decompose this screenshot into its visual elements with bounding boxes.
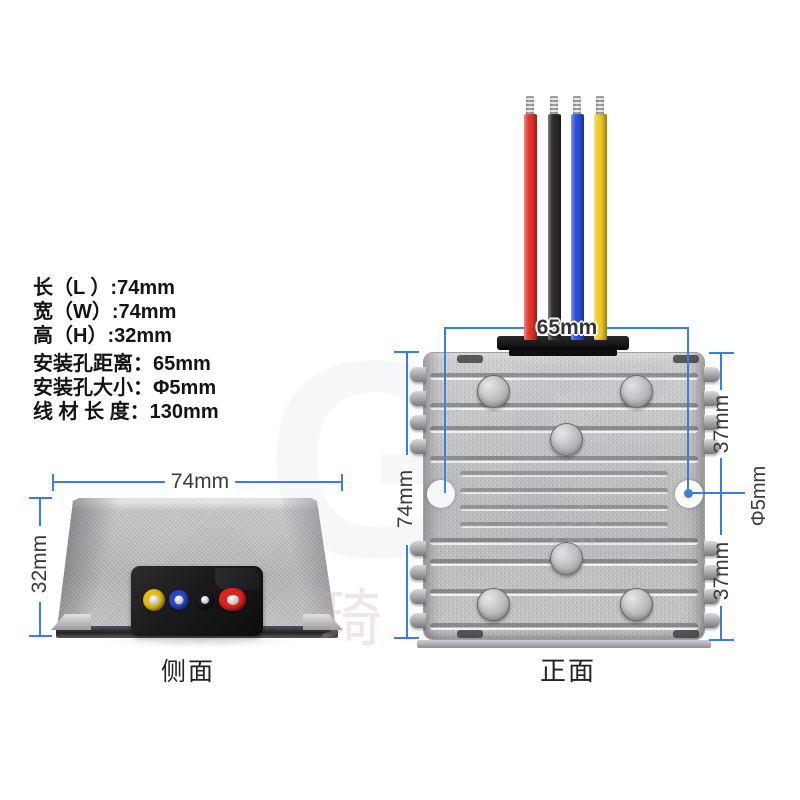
dim-label-hole-size: Φ5mm (748, 465, 770, 527)
heatsink-fin-left (410, 589, 426, 604)
heatsink-fin-left (410, 391, 426, 406)
heatsink-center-ridge (460, 488, 668, 494)
heatsink-fin-right (704, 367, 720, 382)
mounting-hole (427, 480, 455, 508)
heatsink-fin-right (704, 589, 720, 604)
spec-height: 高（H）:32mm (33, 325, 172, 347)
terminal-dot-blue (169, 590, 189, 610)
heatsink-fin-right (704, 415, 720, 430)
front-view-body (410, 352, 720, 640)
dim-line-37mm-bottom (720, 606, 722, 640)
spec-width: 宽（W）:74mm (33, 301, 177, 323)
spec-list: 长（L ）:74mm 宽（W）:74mm 高（H）:32mm 安装孔距离：65m… (33, 276, 219, 424)
terminal-pin (149, 595, 159, 605)
caption-front-view: 正面 (539, 656, 596, 686)
screw-head (619, 587, 653, 621)
heatsink-groove (430, 623, 698, 630)
dim-line-74mm-side (235, 481, 342, 483)
heatsink-groove (430, 373, 698, 380)
dim-label-37mm-bottom: 37mm (710, 541, 733, 601)
heatsink-fin-left (410, 415, 426, 430)
wire-black (548, 114, 561, 340)
terminal-dot-yellow (143, 589, 165, 611)
heatsink-fin-right (704, 439, 720, 454)
heatsink-center-ridge (460, 505, 668, 511)
wire-tip-red (526, 96, 534, 116)
corner-slot (673, 630, 699, 638)
wire-blue (571, 114, 584, 340)
spec-hole-distance: 安装孔距离：65mm (33, 353, 211, 375)
dim-line-74mm (406, 545, 408, 639)
side-view-left-foot (51, 614, 91, 630)
dim-cap (341, 474, 343, 491)
wire-red (524, 114, 537, 340)
dim-cap (29, 635, 52, 637)
dim-line-65mm (445, 327, 689, 329)
cable-connector-base (509, 349, 617, 356)
heatsink-fin-left (410, 541, 426, 556)
wire-tip-blue (573, 96, 581, 116)
dim-line-37mm-mid (720, 458, 722, 535)
dim-line-37mm-top (720, 353, 722, 390)
dim-label-37mm-top: 37mm (710, 394, 733, 454)
screw-head (476, 587, 510, 621)
corner-slot (457, 355, 483, 363)
dim-line-32mm (39, 498, 41, 526)
heatsink-fin-left (410, 439, 426, 454)
dim-label-65mm: 65mm (536, 316, 598, 339)
terminal-pin (174, 595, 184, 605)
heatsink-center-ridge (460, 471, 668, 477)
screw-head (549, 541, 583, 575)
terminal-pin (226, 594, 239, 605)
dim-line-74mm (406, 352, 408, 455)
heatsink-groove (430, 403, 698, 410)
heatsink-center-ridge (460, 522, 668, 528)
screw-head (619, 374, 653, 408)
heatsink-groove (430, 456, 698, 463)
dim-line-32mm (39, 602, 41, 636)
dim-label-74mm-side: 74mm (170, 470, 230, 493)
heatsink-fin-right (704, 391, 720, 406)
spec-length: 长（L ）:74mm (33, 277, 175, 299)
terminal-dot-black (196, 591, 214, 609)
heatsink-fin-left (410, 367, 426, 382)
dim-cap (394, 637, 419, 639)
heatsink-fin-right (704, 613, 720, 628)
terminal-pin (200, 595, 210, 605)
terminal-plate-glare (215, 568, 259, 590)
screw-head (476, 374, 510, 408)
wire-tip-black (550, 96, 558, 116)
dim-pointer-hole-size (688, 492, 745, 494)
heatsink-fin-right (704, 541, 720, 556)
heatsink-fin-left (410, 613, 426, 628)
spec-wire-length: 线 材 长 度：130mm (33, 401, 219, 423)
wire-yellow (594, 114, 607, 340)
side-view-right-foot (303, 614, 343, 630)
spec-hole-size: 安装孔大小：Φ5mm (33, 377, 217, 399)
heatsink-fin-right (704, 565, 720, 580)
dim-extension-left-65mm (444, 327, 446, 493)
dim-extension-right-65mm (687, 327, 689, 493)
hole-center-marker (684, 489, 693, 498)
dim-label-32mm: 32mm (28, 534, 51, 594)
terminal-dot-red (219, 588, 246, 611)
dim-cap (709, 639, 734, 641)
heatsink-groove (430, 589, 698, 596)
wire-tip-yellow (596, 96, 604, 116)
heatsink-fin-left (410, 565, 426, 580)
screw-head (549, 422, 583, 456)
front-view-bottom-lip (417, 640, 711, 648)
side-view-shadow (100, 637, 300, 646)
caption-side-view: 侧面 (160, 658, 215, 686)
dim-label-74mm-front: 74mm (394, 469, 417, 529)
corner-slot (457, 630, 483, 638)
dim-line-74mm-side (53, 481, 165, 483)
corner-slot (673, 355, 699, 363)
